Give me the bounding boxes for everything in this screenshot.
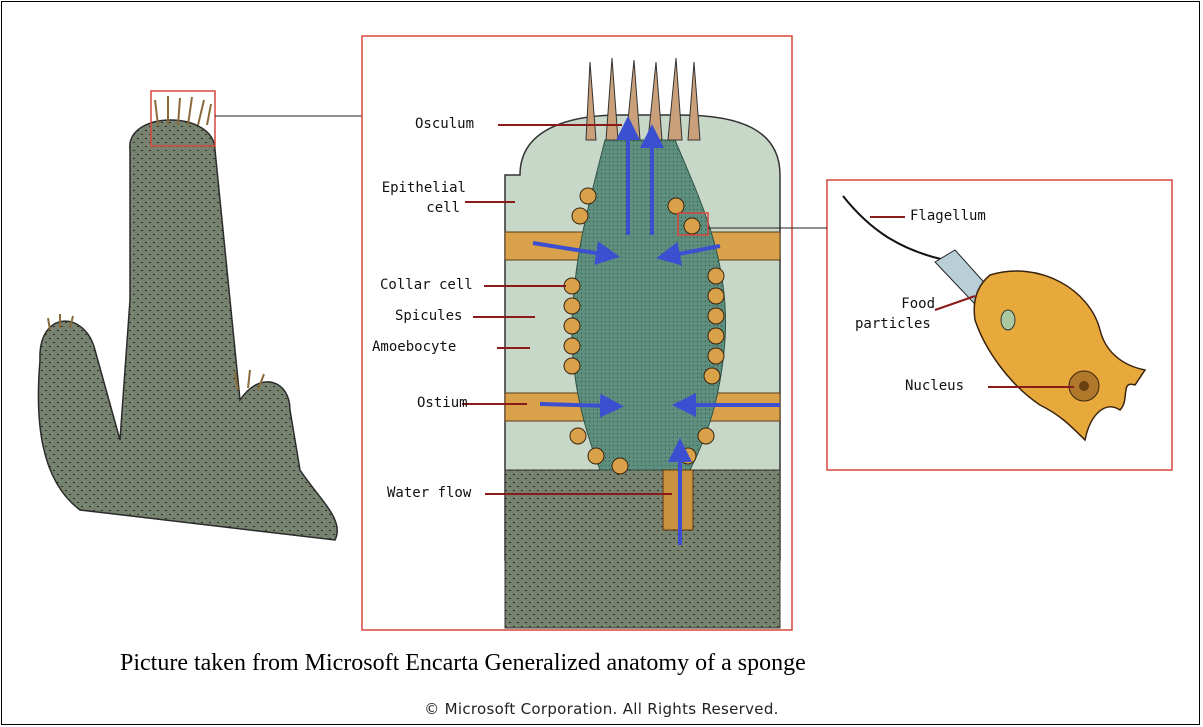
figure-caption: Picture taken from Microsoft Encarta Gen…: [120, 650, 1080, 677]
collar-cell-label: Collar cell: [380, 277, 473, 294]
epithelial-label-line1: Epithelial: [380, 180, 466, 197]
whole-sponge: [38, 96, 337, 540]
osculum-label: Osculum: [415, 116, 474, 133]
ostium-label: Ostium: [417, 395, 468, 412]
food-label-line2: particles: [855, 316, 931, 333]
cross-section: [505, 58, 780, 628]
food-label-line1: Food: [855, 296, 935, 313]
nucleus-label: Nucleus: [905, 378, 964, 395]
spicules-label: Spicules: [395, 308, 462, 325]
water-flow-label: Water flow: [387, 485, 471, 502]
copyright-notice: © Microsoft Corporation. All Rights Rese…: [0, 700, 1203, 718]
amoebocyte-label: Amoebocyte: [372, 339, 456, 356]
epithelial-label-line2: cell: [380, 200, 460, 217]
flagellum-label: Flagellum: [910, 208, 986, 225]
